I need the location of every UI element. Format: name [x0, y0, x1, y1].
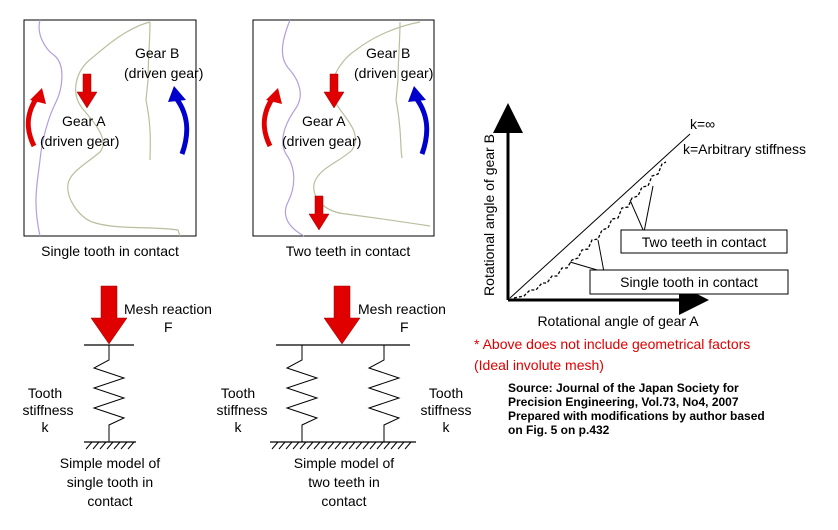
gear-a-outline-2 — [281, 19, 305, 237]
gear-panel-single-frame — [23, 19, 197, 237]
gear-a-outline — [35, 19, 63, 237]
tooth-stiffness-label: Tooth — [28, 385, 62, 401]
gear-b-label: Gear B — [135, 45, 179, 61]
model-single-caption-3: contact — [87, 493, 132, 509]
gear-a-sublabel: (driven gear) — [40, 133, 119, 149]
gear-b-sublabel-2: (driven gear) — [354, 65, 433, 81]
tooth-stiffness-label-2: stiffness — [22, 402, 73, 418]
gear-a-sublabel-2: (driven gear) — [282, 133, 361, 149]
two-teeth-box — [620, 229, 788, 254]
single-tooth-box-label: Single tooth in contact — [620, 274, 758, 290]
tooth-spring — [92, 345, 126, 442]
mesh-reaction-symbol: F — [164, 319, 173, 335]
model-single-caption-1: Simple model of — [60, 455, 160, 471]
geometry-note-2: (Ideal involute mesh) — [474, 357, 604, 373]
gear-b-tooth — [145, 21, 151, 161]
tooth-stiffness-right-label: Tooth — [429, 385, 463, 401]
tooth-spring-left — [285, 345, 319, 442]
tooth-stiffness-right-symbol: k — [443, 419, 451, 435]
k-infinity-line — [509, 133, 691, 299]
gear-b-outline-2 — [313, 21, 431, 227]
ground-hatch-2 — [271, 441, 412, 450]
mesh-force-arrow-lower — [308, 195, 330, 231]
geometry-note: * Above does not include geometrical fac… — [474, 336, 750, 352]
ground-hatch — [85, 441, 135, 450]
tooth-spring-right — [367, 345, 401, 442]
model-two-caption-3: contact — [321, 493, 366, 509]
gear-a-label-2: Gear A — [302, 113, 346, 129]
tooth-stiffness-right-label-2: stiffness — [420, 402, 471, 418]
gear-b-label-2: Gear B — [366, 45, 410, 61]
model-single-caption-2: single tooth in — [67, 474, 153, 490]
k-arbitrary-stepped-line — [513, 161, 667, 299]
gear-b-outline — [67, 21, 181, 237]
mesh-reaction-label: Mesh reaction — [124, 301, 212, 317]
source-line-3: Prepared with modifications by author ba… — [508, 409, 765, 423]
tooth-stiffness-left-label: Tooth — [221, 385, 255, 401]
mesh-reaction-arrow — [90, 285, 128, 345]
gear-panel-single-caption: Single tooth in contact — [41, 243, 179, 259]
k-infinity-label: k=∞ — [690, 116, 715, 132]
gear-a-label: Gear A — [62, 113, 106, 129]
k-arbitrary-label: k=Arbitrary stiffness — [683, 141, 806, 157]
tooth-stiffness-left-symbol: k — [235, 419, 243, 435]
gear-panel-two-caption: Two teeth in contact — [286, 243, 411, 259]
gear-b-rotation-arrow-2 — [413, 96, 430, 155]
spring-model-two: Mesh reaction F Tooth stiffness k Tooth … — [216, 285, 472, 509]
source-line-2: Precision Engineering, Vol.73, No4, 2007 — [508, 395, 739, 409]
mesh-force-arrow — [76, 73, 98, 109]
single-tooth-box — [589, 269, 789, 295]
mesh-force-arrow-upper — [323, 73, 345, 109]
tooth-stiffness-symbol: k — [42, 419, 50, 435]
angle-plot: Two teeth in contact Single tooth in con… — [481, 103, 806, 329]
tooth-stiffness-left-label-2: stiffness — [216, 402, 267, 418]
callout-two-a — [643, 185, 654, 233]
source-line-4: on Fig. 5 on p.432 — [508, 423, 610, 437]
mesh-reaction-arrow-2 — [323, 285, 361, 345]
spring-model-single: Mesh reaction F Tooth stiffness k Simple… — [22, 285, 212, 509]
callout-two-b — [629, 199, 645, 233]
x-axis-label: Rotational angle of gear A — [537, 313, 699, 329]
gear-panel-two: Gear B (driven gear) Gear A (driven gear… — [252, 19, 435, 259]
model-two-caption-2: two teeth in — [308, 474, 380, 490]
y-axis-label: Rotational angle of gear B — [481, 134, 497, 296]
gear-b-sublabel: (driven gear) — [124, 65, 203, 81]
model-two-caption-1: Simple model of — [294, 455, 394, 471]
mesh-reaction-label-2: Mesh reaction — [358, 301, 446, 317]
two-teeth-box-label: Two teeth in contact — [642, 234, 767, 250]
callout-single-a — [597, 239, 605, 273]
gear-b-tooth-2 — [395, 21, 403, 159]
mesh-reaction-symbol-2: F — [400, 319, 409, 335]
gear-b-rotation-arrow — [173, 96, 190, 155]
source-line-1: Source: Journal of the Japan Society for — [508, 381, 739, 395]
gear-panel-single: Gear B (driven gear) Gear A (driven gear… — [23, 19, 203, 259]
